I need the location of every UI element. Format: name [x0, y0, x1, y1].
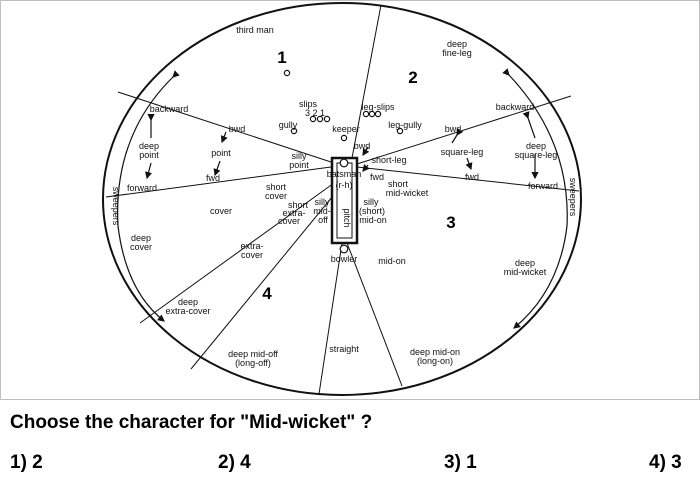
section-2-label: 2 — [408, 68, 417, 87]
option-2[interactable]: 2) 4 — [218, 452, 251, 473]
question-text: Choose the character for "Mid-wicket" ? — [10, 412, 373, 433]
label-silly-mid-on: silly — [364, 197, 379, 207]
label-square-leg: square-leg — [441, 147, 484, 157]
cricket-field-diagram: 1 2 3 4 third man deep fine-leg backward… — [0, 0, 700, 400]
label-short-mid-wicket: short — [388, 179, 409, 189]
option-3[interactable]: 3) 1 — [444, 452, 477, 473]
label-short-extra-cover: short — [288, 200, 309, 210]
sweeper-arrow-right — [502, 68, 568, 227]
label-short-leg: short-leg — [371, 155, 406, 165]
svg-text:mid-wicket: mid-wicket — [504, 267, 547, 277]
position-labels: third man deep fine-leg backward backwar… — [111, 25, 578, 368]
label-short-cover: short — [266, 182, 287, 192]
section-1-label: 1 — [277, 48, 286, 67]
label-bwd-keeper: bwd — [354, 141, 371, 151]
label-silly-mid-off: silly — [315, 197, 330, 207]
svg-text:point: point — [139, 150, 159, 160]
fielder-markers — [283, 69, 404, 254]
section-4-label: 4 — [262, 284, 272, 303]
label-forward-left: forward — [127, 183, 157, 193]
label-deep-extra-cover: deep — [178, 297, 198, 307]
svg-text:point: point — [289, 160, 309, 170]
batsman-marker — [339, 158, 349, 168]
sector-lines — [105, 4, 580, 395]
label-third-man: third man — [236, 25, 274, 35]
field-boundary — [102, 2, 582, 396]
svg-text:mid-wicket: mid-wicket — [386, 188, 429, 198]
label-leg-slips: leg-slips — [361, 102, 395, 112]
option-4[interactable]: 4) 3 — [649, 452, 682, 473]
label-bwd-square-leg: bwd — [445, 124, 462, 134]
label-sweepers-left: sweepers — [111, 187, 121, 226]
label-deep-cover: deep — [131, 233, 151, 243]
svg-text:(long-on): (long-on) — [417, 356, 453, 366]
label-straight: straight — [329, 344, 359, 354]
label-forward-right: forward — [528, 181, 558, 191]
label-mid-on: mid-on — [378, 256, 406, 266]
svg-text:extra-: extra- — [282, 208, 305, 218]
label-keeper: keeper — [332, 124, 360, 134]
label-deep-mid-on: deep mid-on — [410, 347, 460, 357]
label-extra-cover: extra- — [240, 241, 263, 251]
svg-text:mid-: mid- — [313, 206, 331, 216]
field-svg: 1 2 3 4 third man deep fine-leg backward… — [102, 2, 582, 396]
sweeper-arrow-left — [117, 70, 180, 227]
svg-text:fine-leg: fine-leg — [442, 48, 472, 58]
svg-text:off: off — [318, 215, 328, 225]
label-rh: (r-h) — [336, 180, 353, 190]
label-fwd-square-leg: fwd — [465, 172, 479, 182]
label-deep-point: deep — [139, 141, 159, 151]
svg-text:cover: cover — [265, 191, 287, 201]
svg-text:cover: cover — [130, 242, 152, 252]
label-silly-point: silly — [292, 151, 307, 161]
svg-text:mid-on: mid-on — [359, 215, 387, 225]
label-point: point — [211, 148, 231, 158]
label-batsman: batsman — [327, 169, 362, 179]
option-1[interactable]: 1) 2 — [10, 452, 43, 473]
svg-text:cover: cover — [278, 216, 300, 226]
label-deep-fine-leg: deep — [447, 39, 467, 49]
label-fwd-short-leg: fwd — [370, 172, 384, 182]
svg-text:(long-off): (long-off) — [235, 358, 271, 368]
label-deep-mid-off: deep mid-off — [228, 349, 278, 359]
svg-text:(short): (short) — [359, 206, 385, 216]
pitch-strip — [330, 156, 359, 245]
bowler-marker — [339, 244, 349, 254]
label-pitch: pitch — [342, 208, 352, 227]
label-slips-numbers: 3 2 1 — [305, 108, 325, 118]
svg-text:extra-cover: extra-cover — [165, 306, 210, 316]
label-bowler: bowler — [331, 254, 358, 264]
label-bwd-point: bwd — [229, 124, 246, 134]
label-slips: slips — [299, 99, 318, 109]
label-leg-gully: leg-gully — [388, 120, 422, 130]
label-backward-left: backward — [150, 104, 189, 114]
label-backward-right: backward — [496, 102, 535, 112]
label-deep-square-leg: deep — [526, 141, 546, 151]
svg-text:cover: cover — [241, 250, 263, 260]
label-fwd-point: fwd — [206, 173, 220, 183]
label-deep-mid-wicket: deep — [515, 258, 535, 268]
label-cover: cover — [210, 206, 232, 216]
label-gully: gully — [279, 120, 298, 130]
svg-text:square-leg: square-leg — [515, 150, 558, 160]
label-sweepers-right: sweepers — [568, 178, 578, 217]
section-3-label: 3 — [446, 213, 455, 232]
